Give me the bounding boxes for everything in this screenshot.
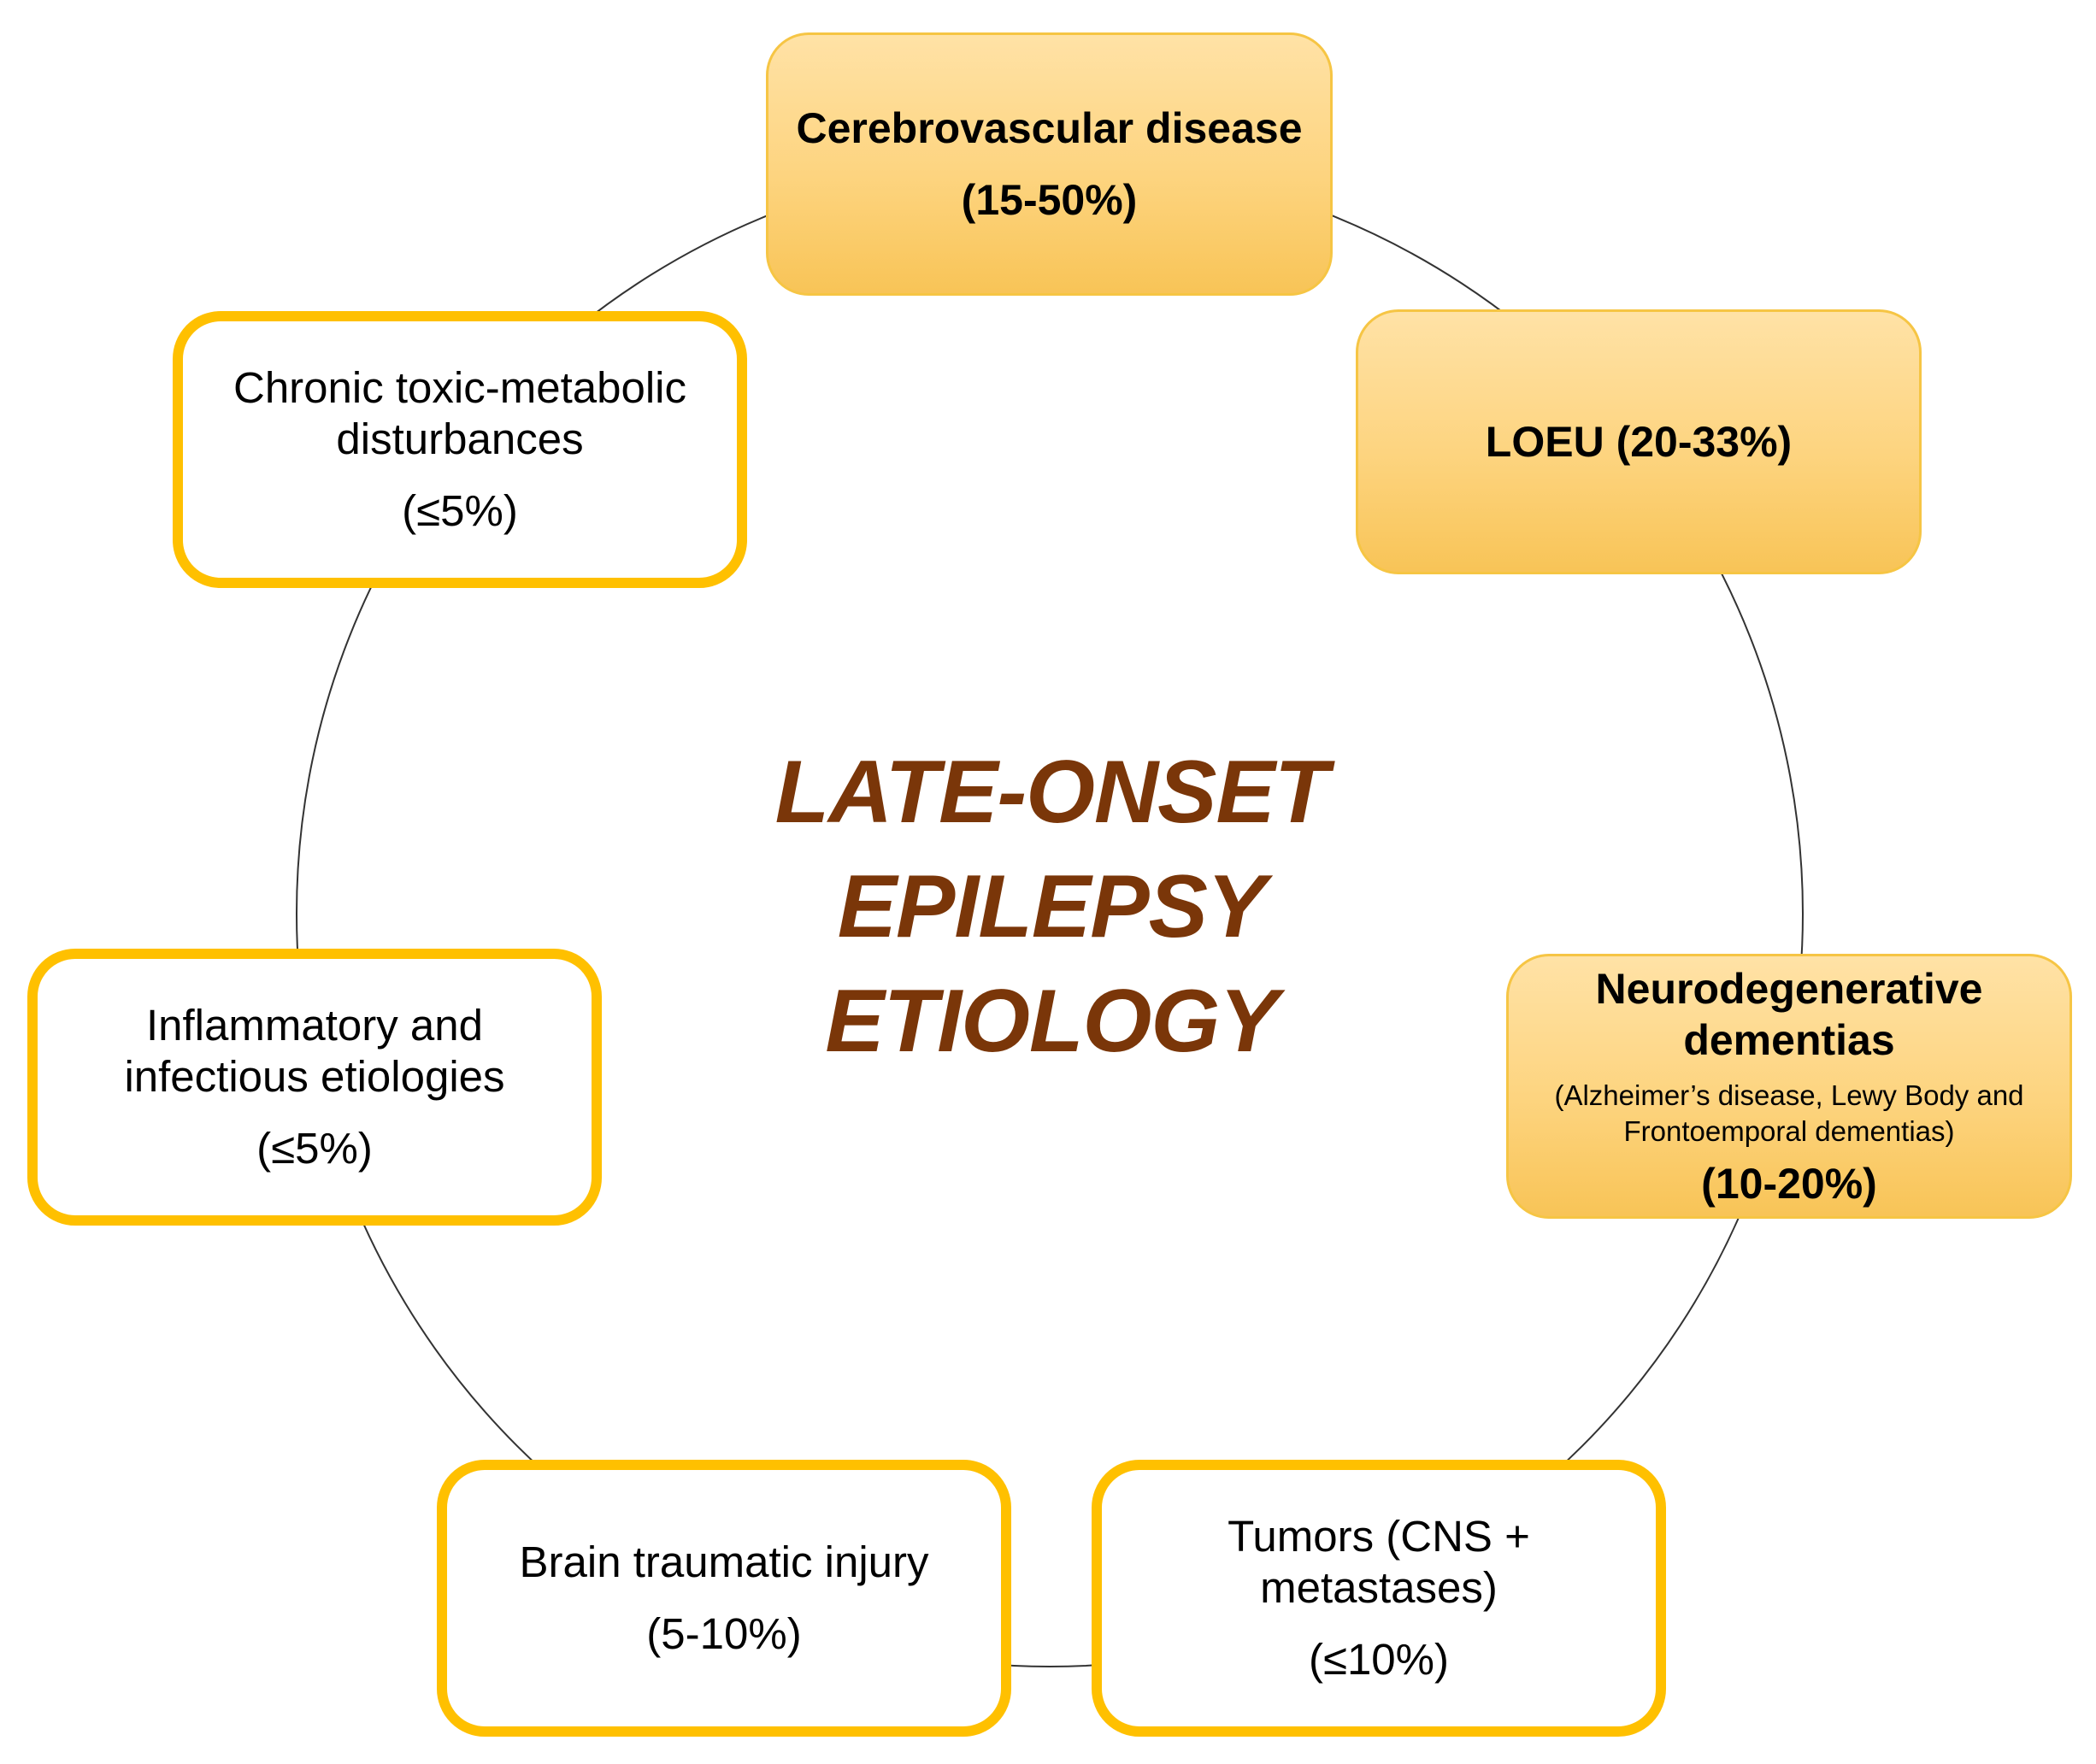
diagram-title: LATE-ONSET EPILEPSY ETIOLOGY xyxy=(701,735,1402,1079)
diagram-title-line: LATE-ONSET xyxy=(774,743,1329,842)
node-title: LOEU (20-33%) xyxy=(1485,418,1793,466)
node-percentage: (≤5%) xyxy=(256,1124,373,1173)
node-percentage: (≤10%) xyxy=(1308,1635,1450,1684)
node-tumors: Tumors (CNS + metastases) (≤10%) xyxy=(1092,1460,1666,1737)
node-percentage: (15-50%) xyxy=(961,176,1138,224)
node-title-line: Tumors (CNS + xyxy=(1228,1512,1530,1561)
node-percentage: (5-10%) xyxy=(646,1609,802,1658)
node-toxic-metabolic: Chronic toxic-metabolic disturbances (≤5… xyxy=(173,311,747,588)
node-title-line: metastases) xyxy=(1260,1563,1498,1612)
node-inflammatory-infectious: Inflammatory and infectious etiologies (… xyxy=(27,949,602,1226)
node-loeu: LOEU (20-33%) xyxy=(1356,309,1922,574)
node-title-line: dementias xyxy=(1683,1016,1895,1064)
node-title-line: Chronic toxic-metabolic xyxy=(233,363,687,412)
node-title-line: Inflammatory and xyxy=(145,1001,483,1050)
node-title: Brain traumatic injury xyxy=(519,1538,929,1586)
node-title-line: disturbances xyxy=(336,415,584,463)
node-detail-line: Frontoemporal dementias) xyxy=(1623,1115,1955,1147)
node-detail-line: (Alzheimer’s disease, Lewy Body and xyxy=(1554,1079,2024,1111)
diagram-title-line: EPILEPSY xyxy=(837,857,1267,956)
node-neurodegenerative-dementias: Neurodegenerative dementias (Alzheimer’s… xyxy=(1506,954,2072,1219)
node-brain-traumatic-injury: Brain traumatic injury (5-10%) xyxy=(437,1460,1011,1737)
node-title: Cerebrovascular disease xyxy=(796,104,1303,152)
node-cerebrovascular-disease: Cerebrovascular disease (15-50%) xyxy=(766,32,1333,296)
node-percentage: (≤5%) xyxy=(402,486,518,535)
node-percentage: (10-20%) xyxy=(1701,1160,1877,1208)
node-title-line: Neurodegenerative xyxy=(1595,965,1983,1013)
node-title-line: infectious etiologies xyxy=(124,1052,505,1101)
diagram-title-line: ETIOLOGY xyxy=(825,972,1278,1071)
